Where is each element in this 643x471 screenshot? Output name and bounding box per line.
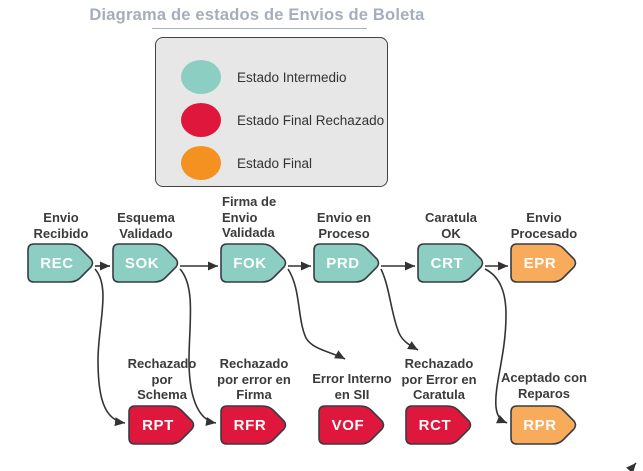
state-node-rec: REC (27, 243, 95, 283)
label-envio-procesado: Envio Procesado (510, 210, 578, 241)
intermediate-state-swatch (181, 60, 221, 94)
state-code-rct: RCT (418, 416, 452, 434)
state-code-crt: CRT (430, 254, 464, 272)
corner-arrow-fragment (626, 462, 637, 471)
state-code-vof: VOF (331, 416, 365, 434)
state-node-rpr: RPR (510, 405, 578, 445)
state-shape-crt (417, 243, 484, 283)
state-node-sok: SOK (112, 243, 180, 283)
diagram-title: Diagrama de estados de Envios de Boleta (89, 6, 425, 24)
state-node-crt: CRT (417, 243, 485, 283)
state-shape-rfr (220, 405, 287, 445)
label-rechazado-por-schema: Rechazado por Schema (127, 356, 197, 402)
state-node-rpt: RPT (128, 405, 196, 445)
arrow-sok-to-rfr (179, 268, 217, 426)
label-firma-envio-validada: Firma de Envio Validada (222, 194, 277, 240)
legend-item-intermediate: Estado Intermedio (156, 60, 347, 94)
legend-item-final-rejected: Estado Final Rechazado (156, 103, 384, 137)
legend-label: Estado Intermedio (237, 69, 347, 85)
arrow-rec-to-rpt (94, 268, 126, 427)
state-code-rpt: RPT (142, 416, 174, 434)
label-envio-recibido: Envio Recibido (33, 210, 89, 241)
state-code-rec: REC (40, 254, 74, 272)
legend-label: Estado Final Rechazado (237, 112, 385, 128)
state-node-rct: RCT (405, 405, 473, 445)
state-code-fok: FOK (233, 254, 267, 272)
legend-label: Estado Final (237, 155, 313, 171)
state-code-prd: PRD (326, 254, 360, 272)
state-node-fok: FOK (220, 243, 288, 283)
state-shape-vof (318, 405, 385, 445)
state-code-rpr: RPR (523, 416, 557, 434)
label-envio-en-proceso: Envio en Proceso (316, 210, 372, 241)
state-shape-rpr (510, 405, 577, 445)
state-node-prd: PRD (313, 243, 381, 283)
state-code-epr: EPR (523, 254, 557, 272)
label-esquema-validado: Esquema Validado (117, 210, 175, 241)
arrow-prd-to-rct (380, 268, 419, 351)
state-shape-prd (313, 243, 380, 283)
state-code-sok: SOK (124, 254, 160, 272)
final-rejected-state-swatch (181, 103, 221, 137)
state-shape-rct (405, 405, 472, 445)
arrow-fok-to-vof (287, 268, 346, 360)
label-rechazado-error-firma: Rechazado por error en Firma (217, 356, 291, 402)
label-error-interno-sii: Error Interno en SII (312, 371, 392, 402)
arrow-crt-to-rpr (484, 268, 508, 424)
state-code-rfr: RFR (233, 416, 267, 434)
label-rechazado-error-caratula: Rechazado por Error en Caratula (401, 356, 477, 402)
state-node-epr: EPR (510, 243, 578, 283)
state-shape-sok (112, 243, 179, 283)
label-caratula-ok: Caratula OK (424, 210, 478, 241)
legend-item-final: Estado Final (156, 146, 312, 180)
title-underline (152, 28, 367, 29)
state-shape-rpt (128, 405, 195, 445)
state-shape-rec (27, 243, 94, 283)
final-state-swatch (181, 146, 221, 180)
state-node-vof: VOF (318, 405, 386, 445)
label-aceptado-con-reparos: Aceptado con Reparos (501, 370, 587, 401)
state-shape-epr (510, 243, 577, 283)
state-node-rfr: RFR (220, 405, 288, 445)
state-shape-fok (220, 243, 287, 283)
legend-box: Estado Intermedio Estado Final Rechazado… (155, 37, 388, 187)
